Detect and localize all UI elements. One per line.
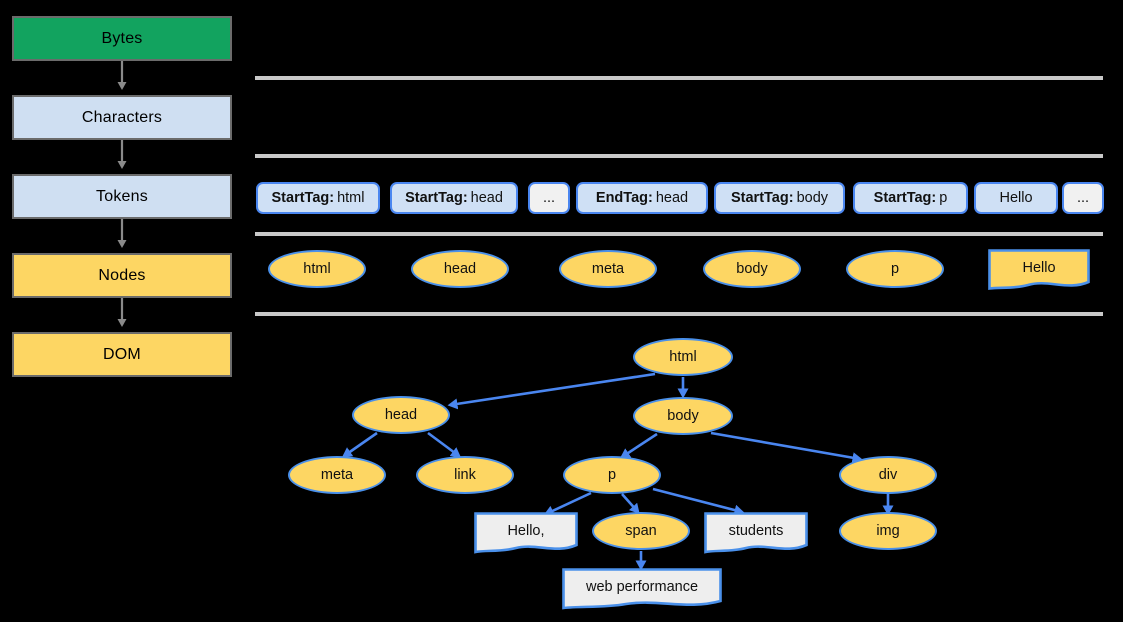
node-label: body xyxy=(736,261,768,277)
node-label: students xyxy=(728,523,784,539)
pipeline-step-bytes[interactable]: Bytes xyxy=(12,16,232,61)
token-value: html xyxy=(337,190,365,206)
token-kind: EndTag: xyxy=(595,190,653,206)
tree-node-img[interactable]: img xyxy=(839,512,937,550)
token-chip-starttag-p[interactable]: StartTag:p xyxy=(853,182,968,214)
tree-node-html[interactable]: html xyxy=(633,338,733,376)
node-label: head xyxy=(443,261,477,277)
node-label: Hello, xyxy=(507,523,545,539)
node-label: html xyxy=(303,261,331,277)
node-row-meta[interactable]: meta xyxy=(559,250,657,288)
token-kind: StartTag: xyxy=(405,190,468,206)
node-label: head xyxy=(384,407,418,423)
node-row-p[interactable]: p xyxy=(846,250,944,288)
pipeline-step-label: Nodes xyxy=(98,266,146,284)
separator-line-1 xyxy=(255,76,1103,80)
node-label: p xyxy=(890,261,900,277)
token-chip-starttag-head[interactable]: StartTag:head xyxy=(390,182,518,214)
pipeline-step-label: DOM xyxy=(103,345,141,363)
node-label: web performance xyxy=(585,579,699,595)
node-label: Hello xyxy=(1022,259,1056,276)
node-label: p xyxy=(607,467,617,483)
document-shape xyxy=(562,568,722,610)
token-value: p xyxy=(939,190,948,206)
tree-node-web-performance-text[interactable]: web performance xyxy=(562,568,722,610)
tree-node-link[interactable]: link xyxy=(416,456,514,494)
node-label: meta xyxy=(320,467,354,483)
separator-line-2 xyxy=(255,154,1103,158)
document-shape xyxy=(704,512,808,554)
tree-node-span[interactable]: span xyxy=(592,512,690,550)
node-row-body[interactable]: body xyxy=(703,250,801,288)
token-chip-endtag-head[interactable]: EndTag:head xyxy=(576,182,708,214)
node-label: html xyxy=(669,349,697,365)
tree-node-hello-text[interactable]: Hello, xyxy=(474,512,578,554)
token-chip-ellipsis-1[interactable]: ... xyxy=(528,182,570,214)
node-label: body xyxy=(667,408,699,424)
document-shape xyxy=(988,249,1090,290)
tree-node-body[interactable]: body xyxy=(633,397,733,435)
tree-node-head[interactable]: head xyxy=(352,396,450,434)
token-kind: StartTag: xyxy=(271,190,335,206)
token-kind: StartTag: xyxy=(873,190,937,206)
tree-node-div[interactable]: div xyxy=(839,456,937,494)
tree-node-students-text[interactable]: students xyxy=(704,512,808,554)
node-label: img xyxy=(876,523,900,539)
node-label: link xyxy=(454,467,476,483)
token-value: Hello xyxy=(999,190,1033,206)
pipeline-step-tokens[interactable]: Tokens xyxy=(12,174,232,219)
pipeline-step-label: Tokens xyxy=(96,187,148,205)
token-value: ... xyxy=(1076,190,1090,206)
token-chip-ellipsis-2[interactable]: ... xyxy=(1062,182,1104,214)
separator-line-4 xyxy=(255,312,1103,316)
pipeline-step-label: Bytes xyxy=(101,29,143,47)
document-shape xyxy=(474,512,578,554)
token-value: body xyxy=(796,190,829,206)
pipeline-step-characters[interactable]: Characters xyxy=(12,95,232,140)
token-value: head xyxy=(655,190,689,206)
pipeline-step-dom[interactable]: DOM xyxy=(12,332,232,377)
tree-node-meta[interactable]: meta xyxy=(288,456,386,494)
node-row-head[interactable]: head xyxy=(411,250,509,288)
node-row-hello-text[interactable]: Hello xyxy=(988,249,1090,290)
token-value: head xyxy=(470,190,503,206)
token-chip-starttag-html[interactable]: StartTag:html xyxy=(256,182,380,214)
token-value: ... xyxy=(542,190,556,206)
node-label: span xyxy=(625,523,657,539)
token-chip-hello[interactable]: Hello xyxy=(974,182,1058,214)
separator-line-3 xyxy=(255,232,1103,236)
node-label: div xyxy=(878,467,898,483)
pipeline-step-nodes[interactable]: Nodes xyxy=(12,253,232,298)
tree-node-p[interactable]: p xyxy=(563,456,661,494)
token-chip-starttag-body[interactable]: StartTag:body xyxy=(714,182,845,214)
pipeline-step-label: Characters xyxy=(81,108,163,126)
node-label: meta xyxy=(591,261,625,277)
node-row-html[interactable]: html xyxy=(268,250,366,288)
token-kind: StartTag: xyxy=(730,190,794,206)
